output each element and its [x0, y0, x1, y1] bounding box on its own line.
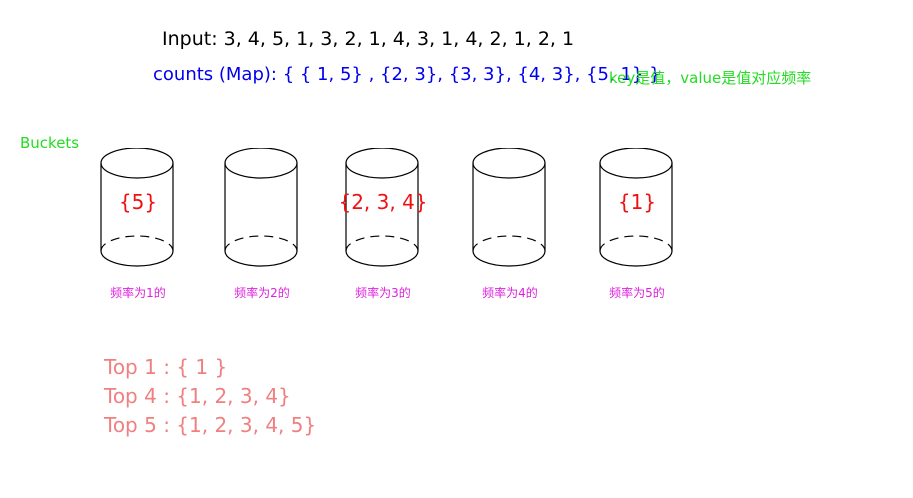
- bucket-content: {1}: [617, 190, 657, 214]
- bucket-caption: 频率为4的: [482, 286, 538, 300]
- bucket-2: 频率为2的: [224, 148, 300, 300]
- bucket-content: {5}: [118, 190, 158, 214]
- cylinder-icon: [100, 148, 174, 267]
- bucket-caption: 频率为5的: [609, 286, 665, 300]
- top-1-result: Top 1 : { 1 }: [104, 355, 228, 379]
- bucket-content: {2, 3, 4}: [338, 190, 428, 214]
- cylinder-icon: [599, 148, 673, 267]
- top-4-result: Top 4 : {1, 2, 3, 4}: [104, 384, 291, 408]
- cylinder-icon: [224, 148, 298, 267]
- input-sequence: Input: 3, 4, 5, 1, 3, 2, 1, 4, 3, 1, 4, …: [162, 28, 575, 50]
- bucket-caption: 频率为3的: [355, 286, 411, 300]
- bucket-caption: 频率为2的: [234, 286, 290, 300]
- counts-map: counts (Map): { { 1, 5} , {2, 3}, {3, 3}…: [153, 64, 661, 85]
- counts-note: key是值，value是值对应频率: [609, 69, 812, 87]
- bucket-5: {1} 频率为5的: [599, 148, 675, 300]
- bucket-1: {5} 频率为1的: [100, 148, 176, 300]
- top-5-result: Top 5 : {1, 2, 3, 4, 5}: [104, 413, 317, 437]
- cylinder-icon: [345, 148, 419, 267]
- bucket-4: 频率为4的: [472, 148, 548, 300]
- cylinder-icon: [472, 148, 546, 267]
- bucket-3: {2, 3, 4} 频率为3的: [338, 148, 428, 300]
- buckets-label: Buckets: [20, 134, 80, 152]
- bucket-caption: 频率为1的: [110, 286, 166, 300]
